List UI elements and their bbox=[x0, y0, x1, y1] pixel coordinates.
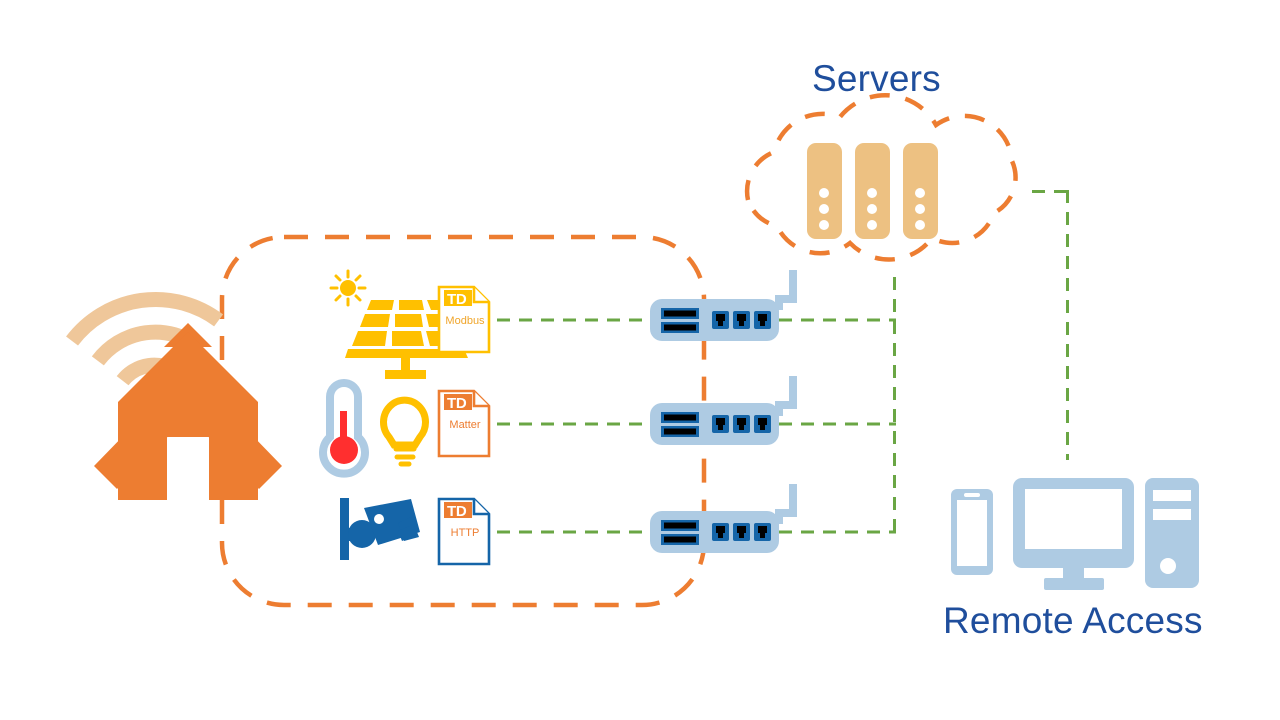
light-bulb-icon bbox=[380, 396, 429, 467]
td-badge-label-1: TD bbox=[447, 291, 467, 308]
pc-tower-icon bbox=[1145, 478, 1199, 588]
servers-label: Servers bbox=[812, 58, 941, 99]
server-rack-3 bbox=[903, 143, 938, 239]
servers-cloud-outline bbox=[744, 92, 1018, 262]
desktop-monitor-icon bbox=[1013, 478, 1134, 590]
gateway-router-3[interactable] bbox=[650, 484, 797, 553]
td-badge-label-2: TD bbox=[447, 395, 467, 412]
security-camera-icon bbox=[340, 498, 420, 560]
ethernet-ports-3 bbox=[712, 523, 771, 541]
house-icon bbox=[94, 323, 282, 500]
td-badge-label-3: TD bbox=[447, 503, 467, 520]
server-racks bbox=[807, 143, 938, 239]
td-document-modbus[interactable] bbox=[437, 285, 491, 354]
gateway-router-2[interactable] bbox=[650, 376, 797, 445]
green-links-layer bbox=[497, 190, 1069, 534]
ethernet-ports-1 bbox=[712, 311, 771, 329]
usb-ports-1 bbox=[661, 308, 699, 333]
usb-ports-2 bbox=[661, 412, 699, 437]
protocol-label-http: HTTP bbox=[450, 527, 480, 539]
remote-access-label: Remote Access bbox=[943, 600, 1203, 641]
remote-access-devices bbox=[951, 478, 1199, 590]
usb-ports-3 bbox=[661, 520, 699, 545]
gateway-router-1[interactable] bbox=[650, 270, 797, 341]
ethernet-ports-2 bbox=[712, 415, 771, 433]
td-document-matter[interactable] bbox=[437, 389, 491, 458]
td-document-http[interactable] bbox=[437, 497, 491, 566]
thermometer-icon bbox=[319, 379, 369, 478]
server-rack-1 bbox=[807, 143, 842, 239]
protocol-label-modbus: Modbus bbox=[445, 315, 485, 327]
protocol-label-matter: Matter bbox=[449, 419, 481, 431]
smartphone-icon bbox=[951, 489, 993, 575]
server-rack-2 bbox=[855, 143, 890, 239]
